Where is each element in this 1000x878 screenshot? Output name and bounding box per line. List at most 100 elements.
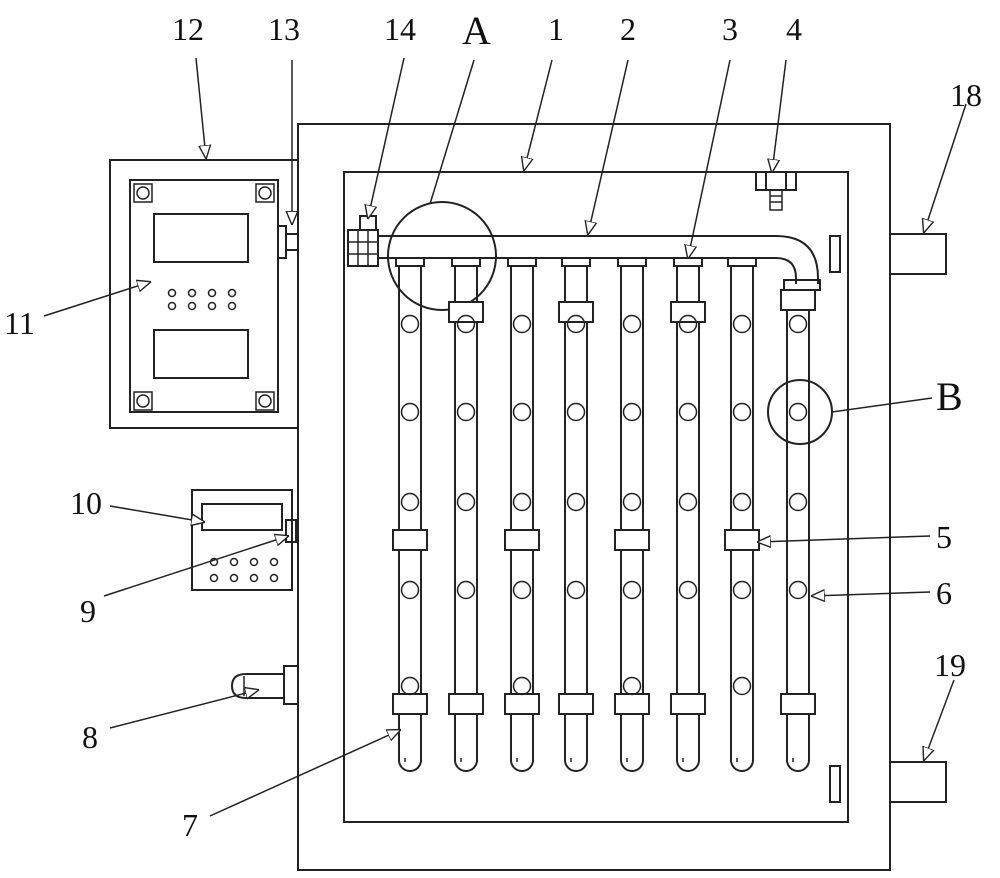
hinge-top [829, 235, 841, 273]
label-8: 8 [82, 719, 98, 755]
outlet-18 [889, 233, 947, 275]
tube-7 [730, 264, 754, 772]
tube-hole [456, 492, 476, 512]
tube-clamp [504, 693, 540, 715]
tube-hole [512, 676, 532, 696]
tube-clamp [392, 693, 428, 715]
sensor-9 [285, 519, 297, 543]
tube-hole [400, 314, 420, 334]
tube-top-collar [451, 257, 481, 267]
tube-clamp [724, 529, 760, 551]
small-box-buttons [209, 557, 279, 583]
tube-clamp [448, 301, 484, 323]
tube-hole [400, 676, 420, 696]
label-13: 13 [268, 11, 300, 47]
tube-hole [622, 314, 642, 334]
tube-hole [400, 402, 420, 422]
top-device-4 [755, 171, 797, 211]
label-9: 9 [80, 593, 96, 629]
tube-hole [456, 402, 476, 422]
tube-hole [788, 314, 808, 334]
control-box [109, 159, 299, 429]
tube-clamp [780, 693, 816, 715]
tube-hole [788, 402, 808, 422]
detail-circle-B [767, 379, 833, 445]
tube-hole [678, 402, 698, 422]
label-1: 1 [548, 11, 564, 47]
manifold-pipe [378, 235, 819, 284]
tube-top-collar [673, 257, 703, 267]
tube-hole [512, 314, 532, 334]
label-5: 5 [936, 519, 952, 555]
outlet-19 [889, 761, 947, 803]
small-control-box [191, 489, 293, 591]
control-panel [129, 179, 279, 413]
panel-screen-top [153, 213, 249, 263]
tube-hole [678, 492, 698, 512]
tube-array [392, 257, 816, 772]
tube-hole [788, 492, 808, 512]
tube-hole [622, 402, 642, 422]
tube-hole [512, 580, 532, 600]
small-box-screen [201, 503, 283, 531]
tube-6 [676, 264, 700, 772]
tube-hole [566, 580, 586, 600]
tube-5 [620, 264, 644, 772]
label-B: B [936, 374, 963, 419]
tube-clamp [504, 529, 540, 551]
label-7: 7 [182, 807, 198, 843]
label-18: 18 [950, 77, 982, 113]
tube-hole [732, 580, 752, 600]
inlet-8-mount [283, 665, 299, 705]
tube-top-collar [395, 257, 425, 267]
tube-hole [732, 402, 752, 422]
tube-hole [400, 580, 420, 600]
label-3: 3 [722, 11, 738, 47]
tube-hole [732, 492, 752, 512]
tube-hole [622, 580, 642, 600]
label-A: A [462, 8, 491, 53]
tube-2 [454, 264, 478, 772]
label-14: 14 [384, 11, 416, 47]
tube-hole [456, 580, 476, 600]
label-19: 19 [934, 647, 966, 683]
tube-clamp [558, 693, 594, 715]
hinge-bottom [829, 765, 841, 803]
tube-top-collar [507, 257, 537, 267]
label-2: 2 [620, 11, 636, 47]
inlet-8-nozzle [230, 673, 284, 699]
tube-3 [510, 264, 534, 772]
connector-13-stub [285, 233, 299, 251]
tube-hole [566, 492, 586, 512]
inner-chamber [343, 171, 849, 823]
label-6: 6 [936, 575, 952, 611]
label-12: 12 [172, 11, 204, 47]
connector-13 [277, 225, 287, 259]
tube-hole [622, 676, 642, 696]
detail-circle-A [387, 201, 497, 311]
panel-screen-bottom [153, 329, 249, 379]
tube-hole [400, 492, 420, 512]
label-4: 4 [786, 11, 802, 47]
tube-clamp [670, 693, 706, 715]
tube-clamp [448, 693, 484, 715]
leader-lines [43, 57, 967, 817]
tube-clamp [392, 529, 428, 551]
panel-buttons [167, 288, 237, 311]
tube-top-collar [727, 257, 757, 267]
label-10: 10 [70, 485, 102, 521]
tube-clamp [670, 301, 706, 323]
tube-top-collar [617, 257, 647, 267]
tube-hole [788, 580, 808, 600]
elbow-collar [783, 279, 821, 291]
tube-hole [678, 314, 698, 334]
tube-1 [398, 264, 422, 772]
valve-14 [347, 215, 379, 267]
tube-top-collar [561, 257, 591, 267]
tube-hole [456, 314, 476, 334]
label-11: 11 [4, 305, 35, 341]
panel-screws [133, 183, 275, 411]
tube-clamp [780, 289, 816, 311]
